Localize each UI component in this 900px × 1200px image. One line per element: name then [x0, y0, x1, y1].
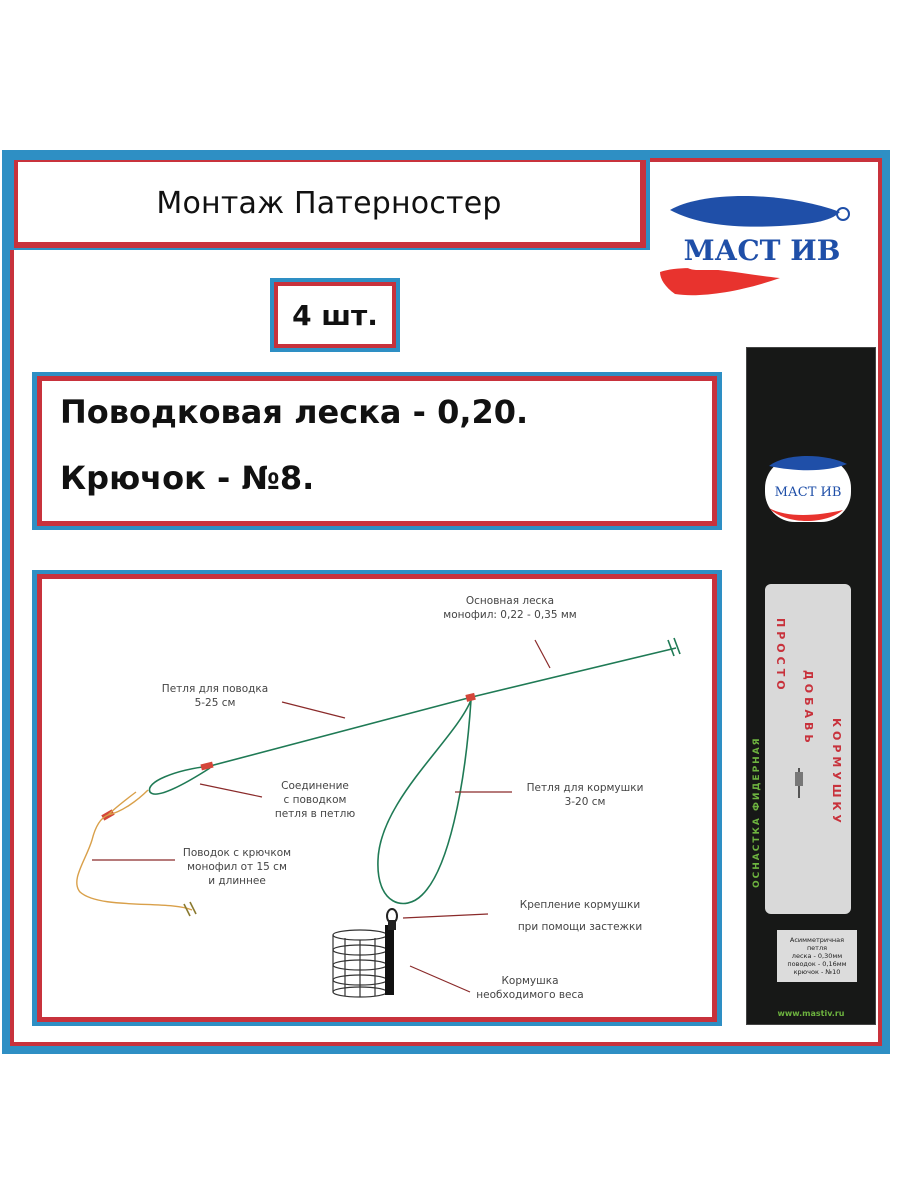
label-clip: Крепление кормушки при помощи застежки	[517, 899, 643, 933]
pointer-joint	[199, 783, 263, 798]
label-feeder-loop: Петля для кормушки 3-20 см	[526, 782, 644, 808]
svg-text:www.mastiv.ru: www.mastiv.ru	[777, 1009, 844, 1018]
label-joint: Соединение с поводком петля в петлю	[274, 780, 356, 820]
svg-text:ОСНАСТКА ФИДЕРНАЯ: ОСНАСТКА ФИДЕРНАЯ	[752, 736, 762, 888]
feeder-cage	[332, 925, 394, 998]
label-leader-loop: Петля для поводка 5-25 см	[161, 683, 269, 709]
svg-text:поводок - 0,16мм: поводок - 0,16мм	[787, 960, 846, 968]
outer-frame-blue	[2, 150, 890, 1054]
leader-loop-small	[107, 791, 137, 816]
svg-text:крючок - №10: крючок - №10	[794, 968, 841, 976]
pointer-feeder	[409, 965, 471, 993]
svg-text:Асимметричная: Асимметричная	[790, 936, 844, 944]
label-main-line: Основная леска монофил: 0,22 - 0,35 мм	[443, 595, 577, 621]
pointer-clip	[402, 913, 489, 919]
main-line-end-mark-2	[673, 637, 681, 655]
pointer-leader-loop	[281, 701, 346, 719]
leader-line	[76, 789, 193, 911]
hook-mark-2	[189, 901, 197, 915]
main-joint-knot	[465, 692, 476, 702]
label-leader: Поводок с крючком монофил от 15 см и дли…	[182, 847, 292, 887]
svg-text:МАСТ ИВ: МАСТ ИВ	[684, 234, 841, 267]
leader-loop	[148, 765, 211, 795]
spec-box-bg	[42, 381, 712, 521]
title-box-bg	[18, 162, 640, 242]
leader-joint-knot	[200, 761, 214, 771]
hook-mark	[183, 903, 191, 917]
svg-text:ПРОСТО: ПРОСТО	[774, 618, 787, 694]
svg-text:МАСТ ИВ: МАСТ ИВ	[775, 485, 842, 500]
brand-logo: МАСТ ИВ	[660, 182, 860, 322]
quantity-badge: 4 шт.	[292, 298, 378, 332]
pointer-main-line	[534, 639, 551, 669]
snap-clip	[386, 908, 398, 930]
spec-line: Поводковая леска - 0,20.	[60, 393, 529, 431]
svg-text:леска - 0,30мм: леска - 0,30мм	[792, 952, 842, 960]
main-line-end-mark	[667, 639, 675, 657]
label-feeder: Кормушка необходимого веса	[476, 975, 584, 1001]
main-line	[471, 647, 677, 698]
line-to-leader-loop	[209, 696, 473, 767]
svg-text:ДОБАВЬ: ДОБАВЬ	[802, 670, 815, 747]
page-title: Монтаж Патерностер	[156, 185, 502, 221]
svg-text:петля: петля	[807, 944, 827, 952]
product-package: МАСТ ИВ Асимметричная петля леска - 0,30…	[746, 347, 876, 1025]
feeder-loop	[377, 699, 472, 905]
svg-text:КОРМУШКУ: КОРМУШКУ	[830, 718, 843, 827]
spec-hook: Крючок - №8.	[60, 459, 315, 497]
diagram-box-bg	[42, 579, 712, 1017]
quantity-box-bg	[278, 286, 392, 344]
